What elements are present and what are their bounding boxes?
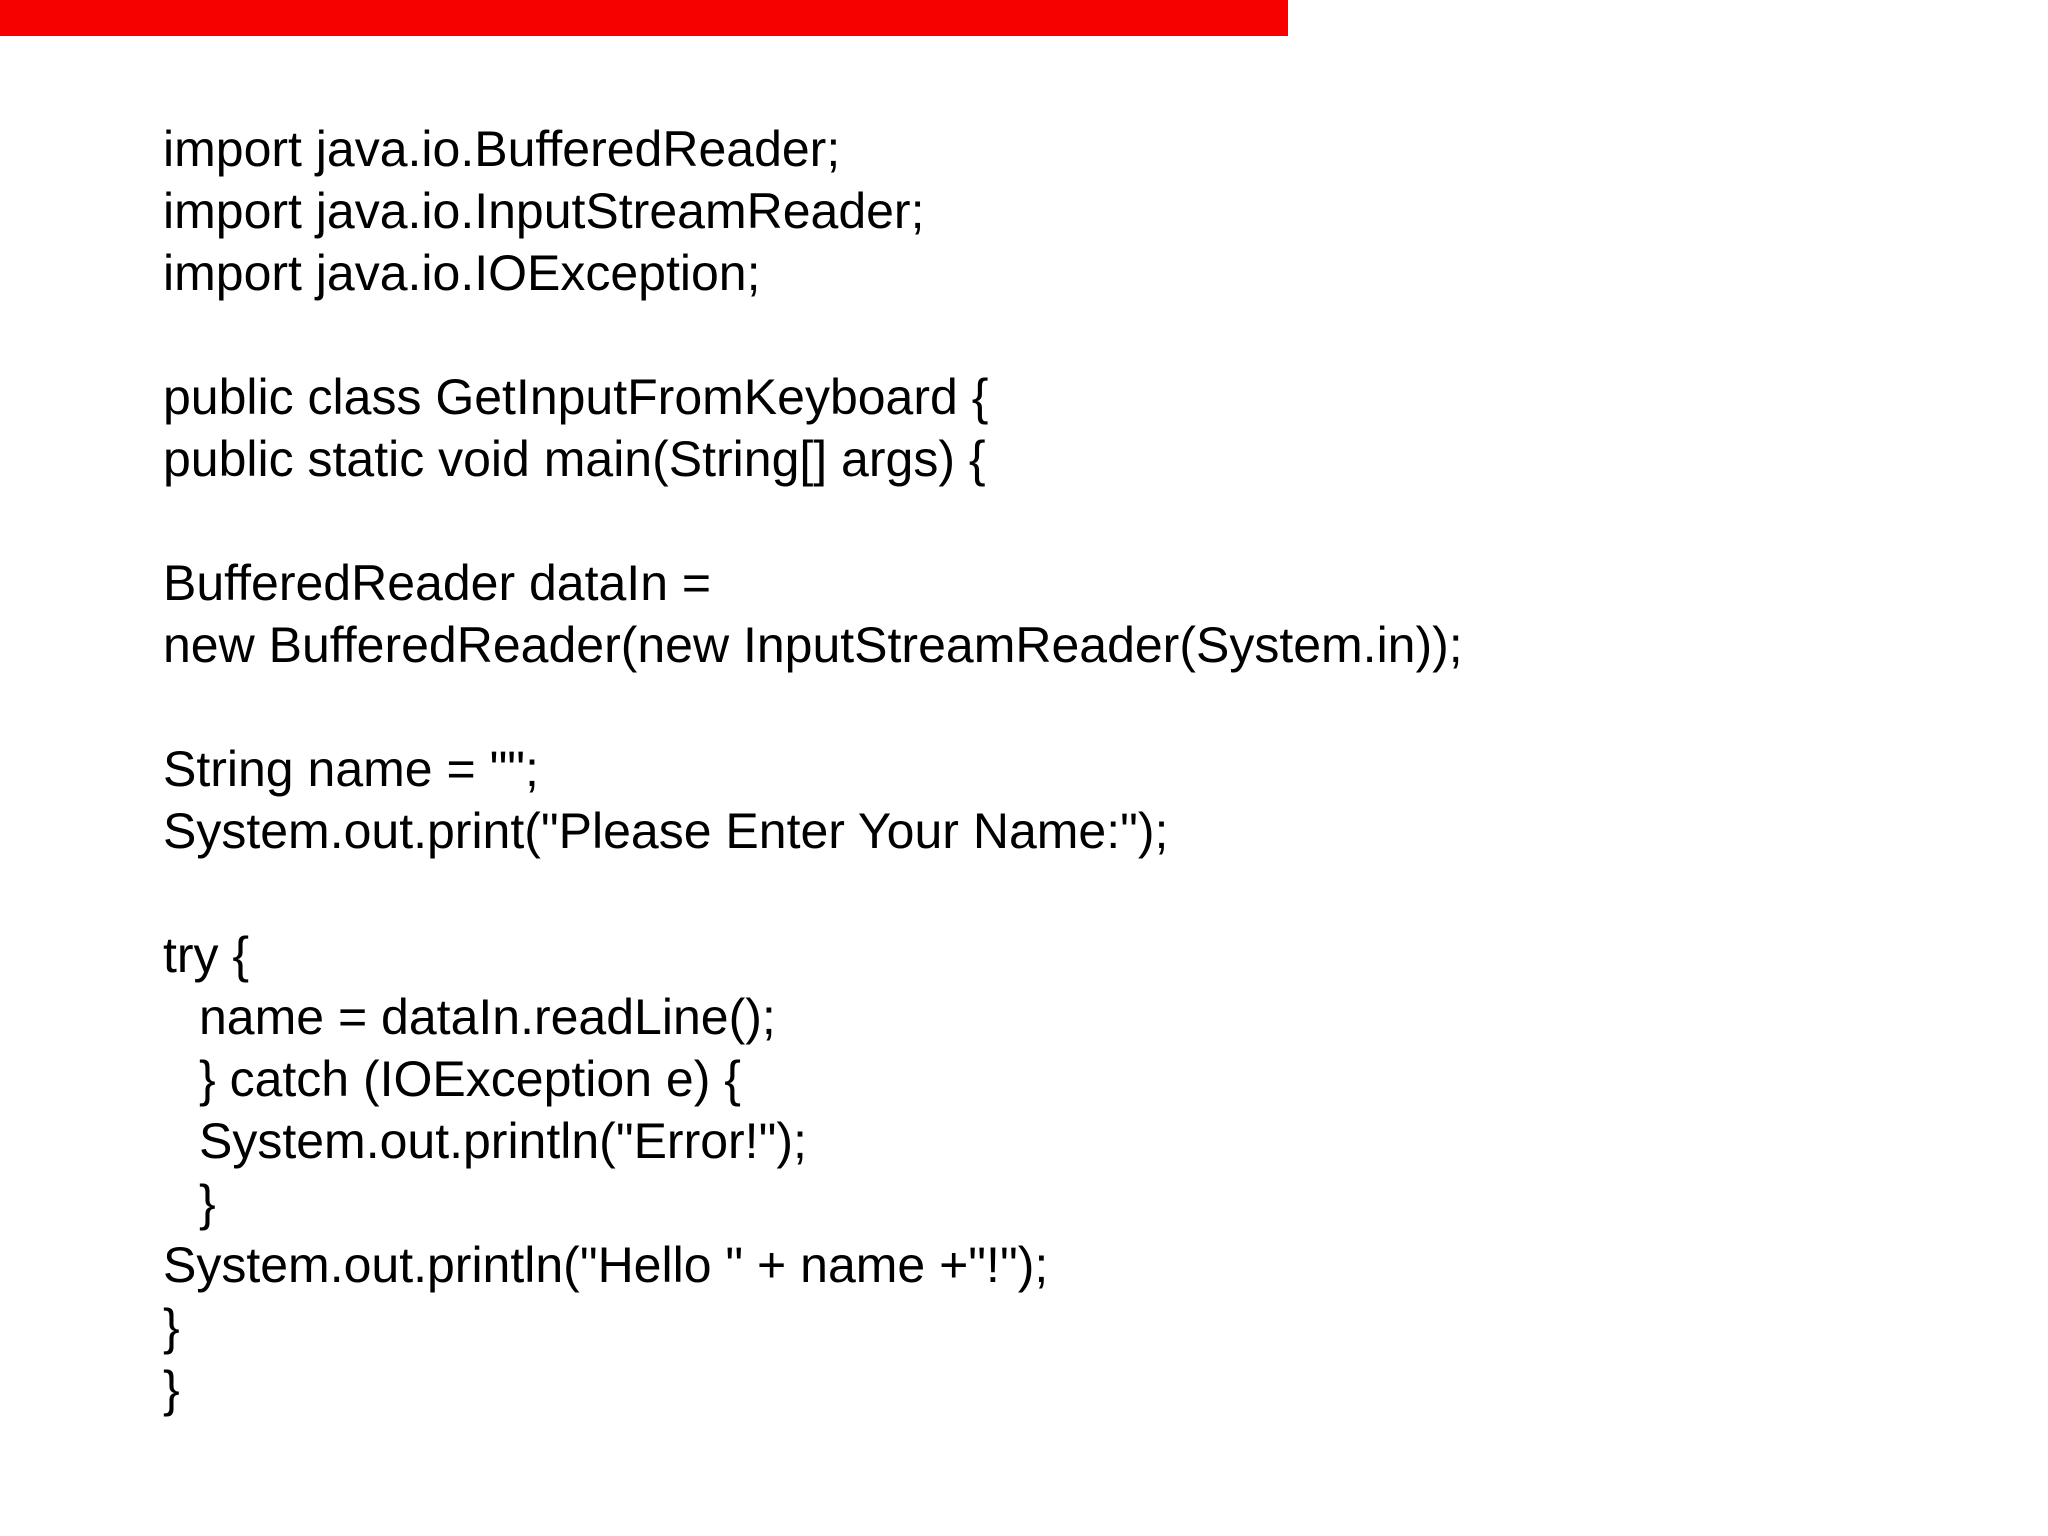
code-line (163, 304, 1463, 366)
code-line (163, 862, 1463, 924)
code-line: System.out.println("Hello " + name +"!")… (163, 1237, 1049, 1293)
code-line: System.out.print("Please Enter Your Name… (163, 803, 1169, 859)
code-line: public class GetInputFromKeyboard { (163, 369, 989, 425)
code-line: public static void main(String[] args) { (163, 431, 986, 487)
code-line: } catch (IOException e) { (199, 1051, 741, 1107)
code-line: System.out.println("Error!"); (199, 1113, 807, 1169)
code-line: String name = ""; (163, 741, 539, 797)
code-line: import java.io.IOException; (163, 245, 761, 301)
code-line: BufferedReader dataIn = (163, 555, 712, 611)
code-line: import java.io.BufferedReader; (163, 121, 841, 177)
code-line: } (199, 1175, 216, 1231)
code-block: import java.io.BufferedReader; import jav… (163, 118, 1463, 1420)
code-line: import java.io.InputStreamReader; (163, 183, 925, 239)
code-line (163, 490, 1463, 552)
code-line: name = dataIn.readLine(); (199, 989, 776, 1045)
code-line: new BufferedReader(new InputStreamReader… (163, 617, 1463, 673)
red-progress-bar (0, 0, 1288, 36)
code-line (163, 676, 1463, 738)
code-line: try { (163, 927, 250, 983)
code-line: } (163, 1361, 180, 1417)
code-line: } (163, 1299, 180, 1355)
